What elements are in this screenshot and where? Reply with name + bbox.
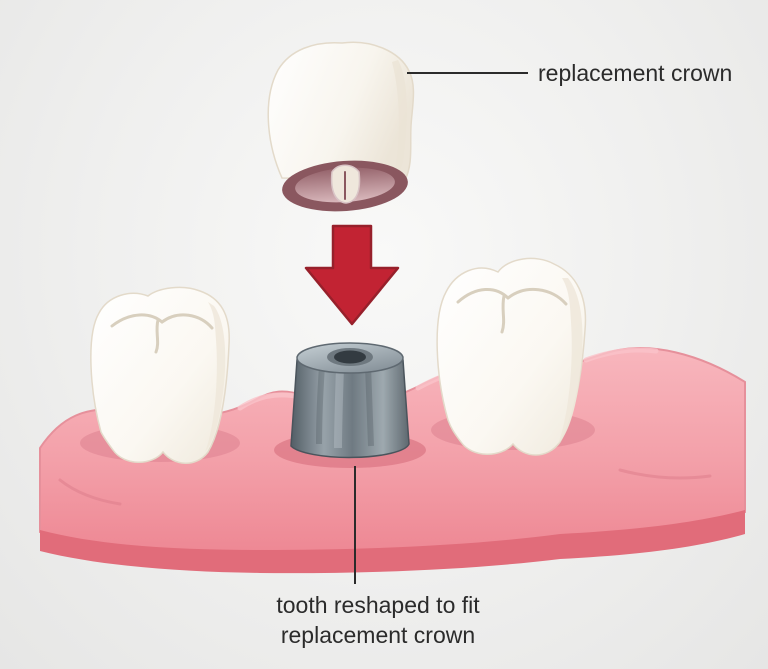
down-arrow-icon (304, 224, 400, 326)
stub-streak-1 (316, 365, 325, 445)
stub-label-line1: tooth reshaped to fit (276, 592, 480, 618)
stub-streak-3 (365, 365, 374, 447)
crown-label: replacement crown (538, 60, 732, 86)
right-molar-groove-2 (506, 287, 568, 306)
left-molar-body (90, 286, 230, 464)
down-arrow-shape (304, 224, 400, 326)
right-molar-shade (558, 278, 583, 444)
stub-streak-2 (334, 365, 344, 449)
right-molar-body (436, 257, 587, 456)
gum-crease-right (618, 468, 712, 480)
left-molar (90, 286, 230, 464)
gum-bottom-band (40, 510, 745, 574)
crown-shade (392, 60, 407, 179)
stub-side (290, 359, 410, 459)
gum-ridge-highlight-right (583, 347, 659, 363)
stub-label-line2: replacement crown (281, 622, 475, 648)
reshaped-tooth-stub (290, 342, 410, 459)
left-molar-groove-3 (154, 318, 160, 354)
gum-crease-left (58, 478, 122, 506)
left-molar-shade (205, 302, 226, 452)
stub-hole (334, 350, 366, 364)
right-molar (436, 257, 587, 456)
crown-body (267, 41, 415, 181)
left-molar-groove-2 (160, 313, 214, 330)
annotations: replacement crown tooth reshaped to fit … (276, 60, 732, 648)
right-molar-groove-3 (500, 294, 506, 334)
replacement-crown (267, 41, 415, 212)
